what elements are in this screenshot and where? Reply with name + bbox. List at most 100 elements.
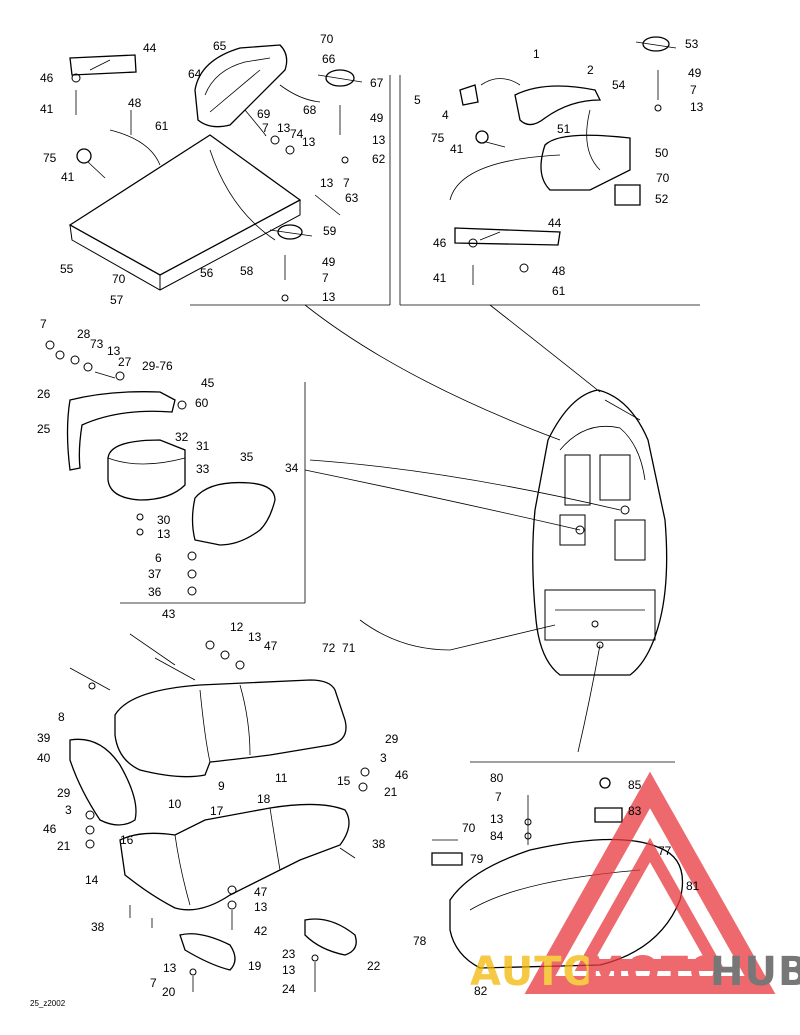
part-number-labels: 44 46 41 48 61 65 64 70 66 67 68 49 69 7… xyxy=(30,32,704,1008)
part-label: 29 xyxy=(57,786,71,800)
part-label: 28 xyxy=(77,327,91,341)
part-label: 70 xyxy=(462,821,476,835)
part-label: 29 xyxy=(385,732,399,746)
part-label: 50 xyxy=(655,146,669,160)
part-label: 20 xyxy=(162,985,176,999)
part-label: 58 xyxy=(240,264,254,278)
rear-seat-assembly xyxy=(449,36,677,285)
part-label: 29-76 xyxy=(142,359,173,373)
part-label: 57 xyxy=(110,293,124,307)
watermark-text-hub: HUB xyxy=(710,949,800,995)
part-label: 51 xyxy=(557,122,571,136)
part-label: 48 xyxy=(128,96,142,110)
part-label: 1 xyxy=(533,47,540,61)
part-label: 34 xyxy=(285,461,299,475)
part-label: 17 xyxy=(210,804,224,818)
doc-code: 25_z2002 xyxy=(30,999,66,1008)
part-label: 56 xyxy=(200,266,214,280)
part-label: 15 xyxy=(337,774,351,788)
part-label: 62 xyxy=(372,152,386,166)
part-label: 71 xyxy=(342,641,356,655)
watermark-text-moto: MOTO xyxy=(585,949,724,995)
part-label: 61 xyxy=(552,284,566,298)
part-label: 7 xyxy=(40,317,47,331)
part-label: 70 xyxy=(320,32,334,46)
section-dividers xyxy=(120,75,700,763)
part-label: 43 xyxy=(162,607,176,621)
part-label: 7 xyxy=(262,121,269,135)
part-label: 59 xyxy=(323,224,337,238)
backrest-cushion-assembly xyxy=(45,340,276,596)
part-label: 68 xyxy=(303,103,317,117)
part-label: 46 xyxy=(40,71,54,85)
part-label: 75 xyxy=(43,151,57,165)
part-label: 65 xyxy=(213,39,227,53)
part-label: 13 xyxy=(322,290,336,304)
part-label: 24 xyxy=(282,982,296,996)
part-label: 13 xyxy=(248,630,262,644)
part-label: 55 xyxy=(60,262,74,276)
part-label: 74 xyxy=(290,127,304,141)
part-label: 48 xyxy=(552,264,566,278)
part-label: 46 xyxy=(433,236,447,250)
part-label: 46 xyxy=(43,822,57,836)
part-label: 31 xyxy=(196,439,210,453)
part-label: 13 xyxy=(282,963,296,977)
part-label: 3 xyxy=(380,751,387,765)
part-label: 16 xyxy=(120,833,134,847)
part-label: 5 xyxy=(414,93,421,107)
part-label: 49 xyxy=(688,66,702,80)
part-label: 13 xyxy=(163,961,177,975)
part-label: 7 xyxy=(343,176,350,190)
part-label: 44 xyxy=(143,41,157,55)
part-label: 18 xyxy=(257,792,271,806)
part-label: 40 xyxy=(37,751,51,765)
front-seat-assembly xyxy=(68,44,363,302)
part-label: 12 xyxy=(230,620,244,634)
part-label: 38 xyxy=(91,920,105,934)
part-label: 6 xyxy=(155,551,162,565)
part-label: 3 xyxy=(65,803,72,817)
part-label: 30 xyxy=(157,513,171,527)
part-label: 47 xyxy=(254,885,268,899)
part-label: 13 xyxy=(107,344,121,358)
part-label: 49 xyxy=(322,255,336,269)
part-label: 85 xyxy=(628,778,642,792)
part-label: 41 xyxy=(40,102,54,116)
part-label: 8 xyxy=(58,710,65,724)
part-label: 33 xyxy=(196,462,210,476)
part-label: 9 xyxy=(218,779,225,793)
part-label: 78 xyxy=(413,934,427,948)
part-label: 45 xyxy=(201,376,215,390)
part-label: 38 xyxy=(372,837,386,851)
part-label: 32 xyxy=(175,430,189,444)
part-label: 83 xyxy=(628,804,642,818)
part-label: 14 xyxy=(85,873,99,887)
bench-seat-assembly xyxy=(69,633,370,992)
part-label: 66 xyxy=(322,52,336,66)
part-label: 13 xyxy=(320,176,334,190)
part-label: 22 xyxy=(367,959,381,973)
part-label: 44 xyxy=(548,216,562,230)
part-label: 61 xyxy=(155,119,169,133)
part-label: 13 xyxy=(157,527,171,541)
part-label: 7 xyxy=(150,976,157,990)
part-label: 52 xyxy=(655,192,669,206)
part-label: 69 xyxy=(257,107,271,121)
watermark-triangle-outer xyxy=(524,771,776,994)
automotohub-watermark: AUTO MOTO HUB xyxy=(470,771,800,995)
part-label: 72 xyxy=(322,641,336,655)
part-label: 73 xyxy=(90,337,104,351)
part-label: 77 xyxy=(658,844,672,858)
part-label: 13 xyxy=(372,133,386,147)
part-label: 53 xyxy=(685,37,699,51)
part-label: 21 xyxy=(57,839,71,853)
part-label: 13 xyxy=(254,900,268,914)
part-label: 10 xyxy=(168,797,182,811)
part-label: 27 xyxy=(118,355,132,369)
part-label: 25 xyxy=(37,422,51,436)
part-label: 80 xyxy=(490,771,504,785)
part-label: 64 xyxy=(188,67,202,81)
part-label: 49 xyxy=(370,111,384,125)
